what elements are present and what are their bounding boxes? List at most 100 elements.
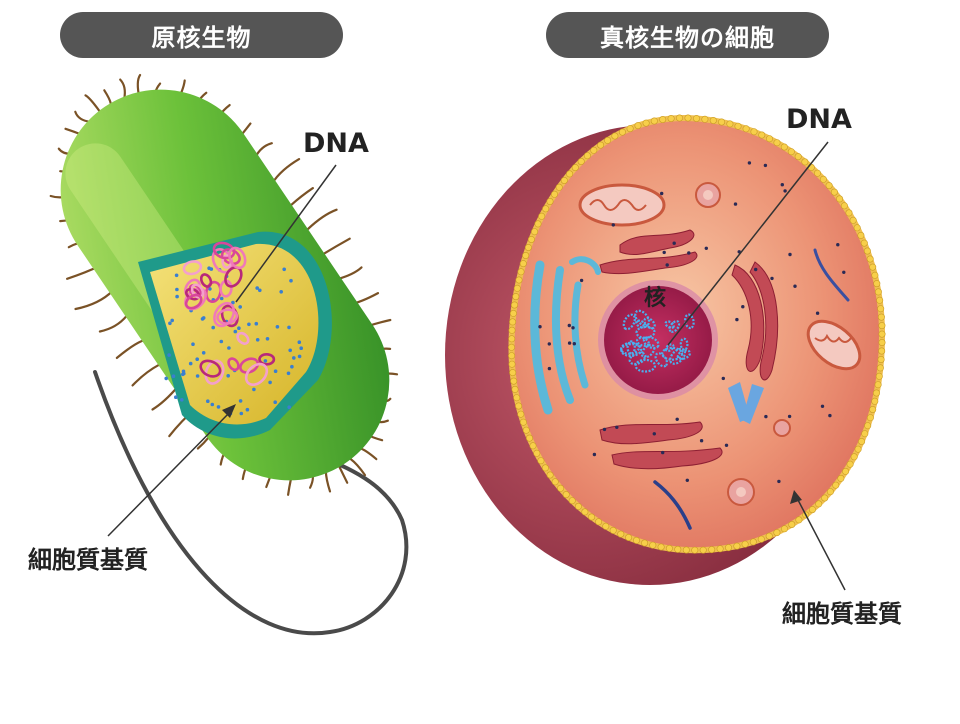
membrane-dot	[675, 114, 683, 122]
membrane-dot	[733, 542, 741, 550]
granule	[763, 163, 768, 168]
chromatin-loop	[664, 343, 675, 353]
ribosome-dot	[290, 364, 294, 369]
membrane-dot	[560, 177, 568, 185]
eukaryote-title-text: 真核生物の細胞	[600, 23, 775, 52]
membrane-dot	[874, 381, 882, 389]
membrane-dot	[642, 119, 650, 127]
ribosome-dot	[289, 278, 293, 283]
ribosome-dot	[219, 339, 224, 344]
membrane-dot	[808, 506, 816, 514]
endoplasmic-reticulum	[599, 229, 779, 470]
chromatin-loop	[676, 349, 692, 361]
dna-loop	[212, 241, 236, 260]
ribosome-dot	[287, 325, 291, 330]
granule	[572, 342, 576, 346]
membrane-dot	[515, 402, 523, 410]
chromatin-loop	[622, 313, 636, 331]
membrane-dot	[590, 146, 598, 154]
membrane-dot	[641, 539, 649, 547]
membrane-dot	[517, 268, 525, 276]
granule	[764, 414, 768, 419]
membrane-dot	[604, 136, 612, 144]
ribosome-dot	[275, 325, 280, 329]
ribosome-dot	[239, 411, 244, 416]
membrane-dot	[534, 220, 542, 228]
membrane-dot	[860, 239, 868, 247]
membrane-dot	[849, 216, 857, 224]
membrane-dot	[512, 293, 520, 301]
ribosome-dot	[245, 407, 250, 412]
granule	[615, 425, 619, 429]
membrane-dot	[873, 280, 881, 288]
chromatin-loop	[661, 346, 684, 361]
membrane-dot	[876, 296, 884, 304]
membrane-dot	[850, 453, 858, 461]
granule	[547, 342, 551, 346]
granule	[793, 284, 797, 288]
membrane-dot	[551, 478, 559, 486]
ribosome-dot	[273, 369, 278, 374]
chromatin-loop	[636, 336, 650, 347]
membrane-dot	[846, 460, 854, 468]
membrane-dot	[825, 182, 833, 190]
ribosome-dot	[211, 325, 215, 330]
membrane-dot	[617, 530, 625, 538]
dna-loop	[239, 357, 260, 374]
membrane-dot	[510, 301, 518, 309]
ribosome-dot	[216, 405, 221, 409]
membrane-dot	[866, 255, 874, 263]
membrane-dot	[878, 347, 886, 355]
ribosome-dot	[288, 348, 293, 353]
membrane-dot	[522, 252, 530, 260]
membrane-dot	[511, 385, 519, 393]
membrane-dot	[557, 484, 565, 492]
membrane-dot	[508, 335, 516, 343]
granule	[842, 270, 846, 274]
membrane-dot	[542, 205, 550, 213]
chromatin-loop	[664, 320, 675, 329]
ribosome-dot	[252, 387, 256, 392]
membrane-dot	[877, 305, 885, 313]
membrane-dot	[709, 117, 717, 125]
membrane-dot	[513, 394, 521, 402]
membrane-dot	[667, 115, 675, 123]
membrane-dot	[801, 158, 809, 166]
dna-loop	[258, 352, 276, 366]
membrane-dot	[878, 322, 886, 330]
pilus	[131, 363, 161, 387]
pilus	[338, 465, 349, 484]
granule	[571, 326, 575, 330]
membrane-dot	[509, 369, 517, 377]
membrane-dot	[840, 202, 848, 210]
granule	[685, 478, 689, 482]
ribosome-dot	[170, 318, 174, 323]
chromatin-loop	[654, 352, 669, 368]
pilus	[322, 237, 351, 255]
dna-loop	[236, 331, 250, 345]
membrane-dot	[871, 271, 879, 279]
granule	[787, 414, 792, 419]
prokaryote-title-text: 原核生物	[151, 23, 252, 52]
ribosome-dot	[181, 369, 186, 374]
membrane-dot	[795, 516, 803, 524]
pilus	[324, 469, 332, 493]
membrane-dot	[726, 120, 734, 128]
cytoplasm-granules	[538, 161, 846, 484]
granule	[547, 366, 552, 371]
membrane-dot	[773, 529, 781, 537]
ribosome-dot	[263, 359, 268, 363]
ribosome-dot	[255, 338, 260, 342]
ribosome-dot	[195, 374, 200, 378]
pilus	[98, 315, 128, 333]
eukaryote-dna-label: DNA	[786, 104, 852, 135]
membrane-dot	[878, 338, 886, 346]
cytoskeleton-strand-2	[653, 480, 692, 530]
membrane-dot	[869, 405, 877, 413]
ribosome-dot	[238, 305, 242, 309]
granule	[687, 251, 691, 255]
membrane-dots	[507, 114, 886, 554]
membrane-dot	[588, 513, 596, 521]
granule	[567, 341, 572, 345]
